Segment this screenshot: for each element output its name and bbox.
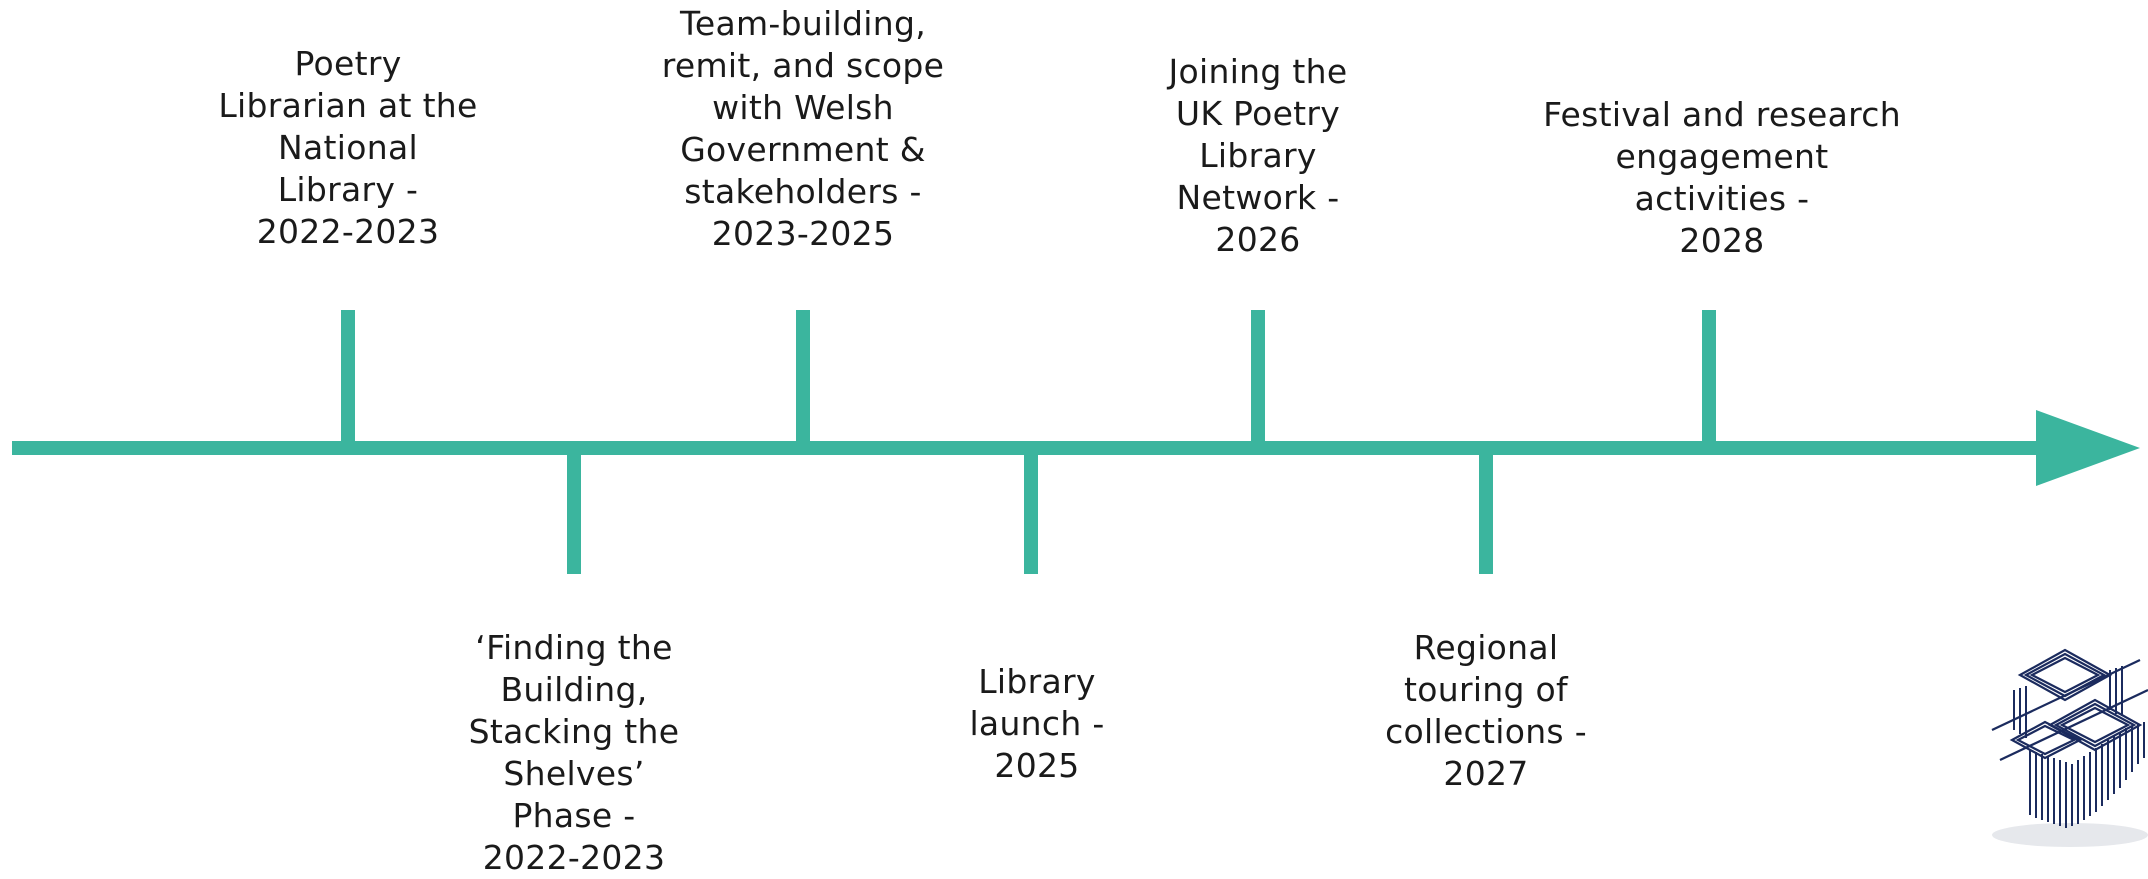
milestone-label-4: Library launch - 2025 [969, 662, 1105, 785]
milestone-tick-1 [341, 310, 355, 445]
milestone-label-7: Festival and research engagement activit… [1543, 95, 1901, 260]
milestone-label-6: Regional touring of collections - 2027 [1385, 628, 1587, 793]
milestone-label-5: Joining the UK Poetry Library Network - … [1168, 52, 1348, 259]
milestone-tick-4 [1024, 450, 1038, 574]
milestone-tick-5 [1251, 310, 1265, 445]
cube-lattice-logo-icon [1990, 630, 2148, 873]
milestone-label-1: Poetry Librarian at the National Library… [218, 44, 478, 251]
milestone-label-2: ‘Finding the Building, Stacking the Shel… [468, 628, 680, 877]
milestone-tick-2 [567, 450, 581, 574]
milestone-label-3: Team-building, remit, and scope with Wel… [661, 4, 945, 253]
milestone-tick-3 [796, 310, 810, 445]
milestone-tick-6 [1479, 450, 1493, 574]
milestone-tick-7 [1702, 310, 1716, 445]
timeline-line [12, 441, 2042, 455]
arrow-head-icon [2036, 410, 2140, 486]
